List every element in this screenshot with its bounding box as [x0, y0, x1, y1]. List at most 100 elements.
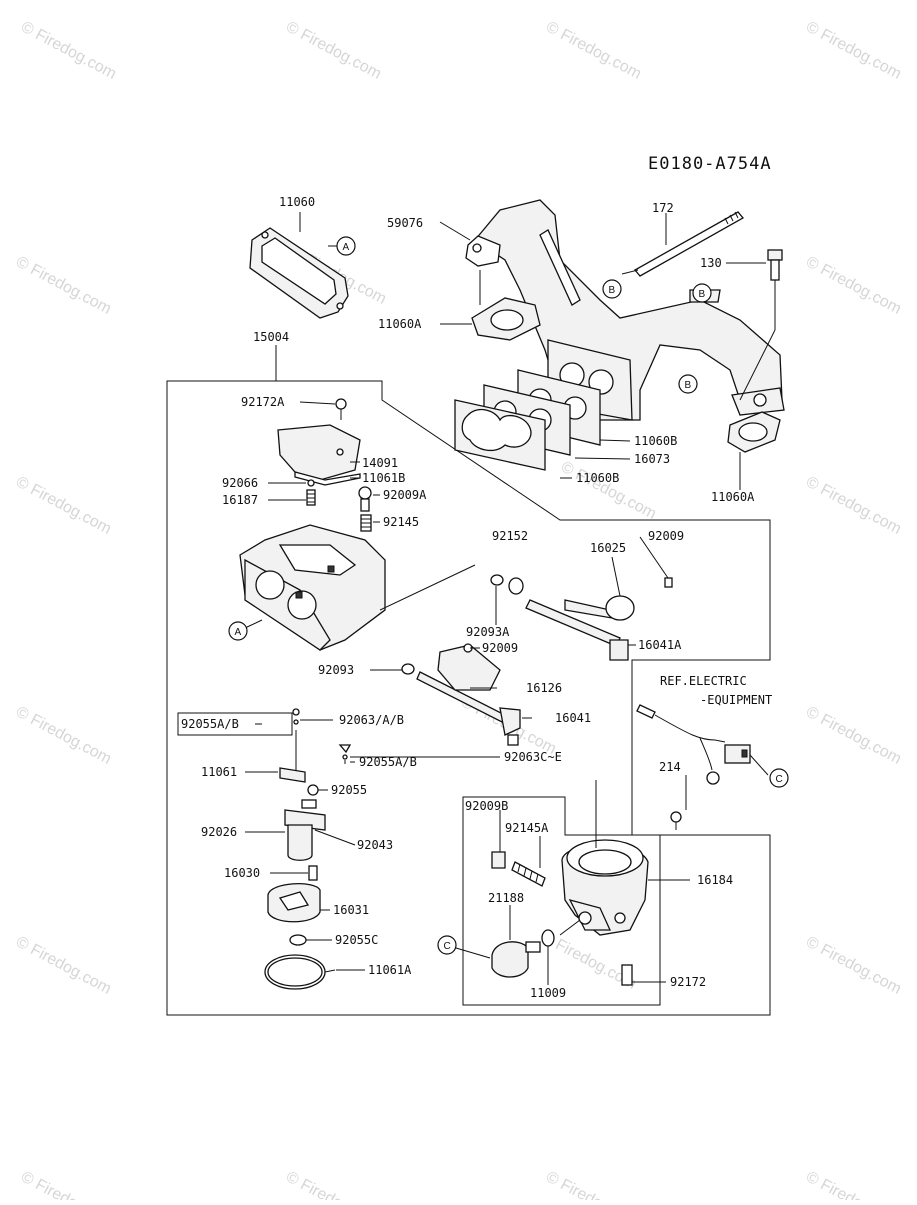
- part-label: 92152: [492, 529, 528, 543]
- cover-14091-illustration: [277, 424, 361, 486]
- part-label: 172: [652, 201, 674, 215]
- part-label: 16073: [634, 452, 670, 466]
- gasket-11060-illustration: [249, 227, 349, 319]
- part-label: 92145A: [505, 821, 549, 835]
- watermark: © Firedog.com: [13, 254, 114, 318]
- part-label: 11060: [279, 195, 315, 209]
- ref-circle-c-electric: C: [769, 768, 789, 788]
- bolt-130-illustration: [767, 249, 783, 281]
- watermark: © Firedog.com: [803, 934, 904, 998]
- part-label: 92093A: [466, 625, 510, 639]
- part-label: 11060B: [634, 434, 677, 448]
- carburetor-assembly-frame: [166, 380, 771, 1016]
- part-label: 92009: [482, 641, 518, 655]
- part-label: 16025: [590, 541, 626, 555]
- svg-text:A: A: [235, 627, 242, 638]
- ref-circle-a-top: A: [336, 236, 356, 256]
- part-label: 59076: [387, 216, 423, 230]
- watermark: © Firedog.com: [558, 459, 659, 523]
- watermark: © Firedog.com: [543, 19, 644, 83]
- part-label: 92055C: [335, 933, 378, 947]
- part-label: 92172: [670, 975, 706, 989]
- part-label: 92055A/B: [181, 717, 239, 731]
- svg-text:B: B: [699, 289, 706, 300]
- watermark: © Firedog.com: [283, 1169, 384, 1200]
- ref-circle-a-body: A: [228, 621, 248, 641]
- ref-circle-c-choke: C: [437, 935, 457, 955]
- watermark: © Firedog.com: [803, 474, 904, 538]
- watermark: © Firedog.com: [803, 1169, 904, 1200]
- part-label: 92043: [357, 838, 393, 852]
- watermark: © Firedog.com: [803, 704, 904, 768]
- watermark: © Firedog.com: [803, 19, 904, 83]
- watermark: © Firedog.com: [18, 1169, 119, 1200]
- sub-box-92055ab: [177, 712, 293, 736]
- part-label: 92093: [318, 663, 354, 677]
- throttle-shaft-illustration: [490, 574, 673, 661]
- part-label: 16031: [333, 903, 369, 917]
- part-label: 92009A: [383, 488, 427, 502]
- part-label: 11060A: [378, 317, 422, 331]
- ref-circle-b-stud: B: [602, 279, 622, 299]
- part-label: 92145: [383, 515, 419, 529]
- part-label: 92063/A/B: [339, 713, 404, 727]
- choke-shaft-illustration: [401, 643, 521, 746]
- ref-circle-b-manifold: B: [692, 283, 712, 303]
- part-label: 16187: [222, 493, 258, 507]
- part-label: 11060A: [711, 490, 755, 504]
- watermark: © Firedog.com: [283, 19, 384, 83]
- watermark: © Firedog.com: [803, 254, 904, 318]
- part-label: 11061A: [368, 963, 412, 977]
- part-label: 11009: [530, 986, 566, 1000]
- ref-electric-label: REF.ELECTRIC: [660, 674, 747, 688]
- leader-lines: [244, 212, 776, 985]
- part-label: 16041: [555, 711, 591, 725]
- choke-assembly-frame: [462, 796, 661, 1006]
- svg-text:C: C: [776, 774, 783, 785]
- spacer-gasket-stack-illustration: [454, 369, 601, 471]
- svg-text:B: B: [609, 285, 616, 296]
- part-label: 92026: [201, 825, 237, 839]
- part-label: 16184: [697, 873, 733, 887]
- svg-text:C: C: [444, 941, 451, 952]
- part-labels: 11060 59076 172 130 11060A 15004 92172A …: [181, 195, 772, 1000]
- watermark: © Firedog.com: [13, 474, 114, 538]
- watermark: © Firedog.com: [18, 19, 119, 83]
- screw-92172a-illustration: [335, 398, 347, 420]
- part-label: 14091: [362, 456, 398, 470]
- watermark: © Firedog.com: [13, 934, 114, 998]
- part-label: 92009: [648, 529, 684, 543]
- electric-equipment-illustration: [636, 704, 751, 830]
- diagram-code: E0180-A754A: [648, 154, 772, 174]
- stud-172-illustration: [634, 211, 744, 277]
- part-label: 214: [659, 760, 681, 774]
- part-label: 16041A: [638, 638, 682, 652]
- part-label: 11061: [201, 765, 237, 779]
- part-label: 92055A/B: [359, 755, 417, 769]
- part-label: 92063C~E: [504, 750, 562, 764]
- part-label: 21188: [488, 891, 524, 905]
- part-label: 130: [700, 256, 722, 270]
- part-label: 15004: [253, 330, 289, 344]
- watermark: © Firedog.com: [543, 1169, 644, 1200]
- part-label: 11060B: [576, 471, 619, 485]
- small-parts-upper-illustration: [306, 479, 372, 532]
- gasket-11060a-right-illustration: [727, 411, 781, 453]
- carburetor-body-illustration: [239, 524, 386, 651]
- watermark: © Firedog.com: [13, 704, 114, 768]
- part-label: 92009B: [465, 799, 508, 813]
- part-label: 92055: [331, 783, 367, 797]
- part-label: 16030: [224, 866, 260, 880]
- float-assembly-illustration: [264, 708, 356, 990]
- choke-housing-illustration: [491, 839, 649, 986]
- svg-text:A: A: [343, 242, 350, 253]
- part-label: 16126: [526, 681, 562, 695]
- part-label: 92172A: [241, 395, 285, 409]
- gasket-11060a-top-illustration: [471, 297, 541, 341]
- svg-text:B: B: [685, 380, 692, 391]
- ref-electric-label: -EQUIPMENT: [700, 693, 772, 707]
- part-label: 92066: [222, 476, 258, 490]
- part-label: 11061B: [362, 471, 405, 485]
